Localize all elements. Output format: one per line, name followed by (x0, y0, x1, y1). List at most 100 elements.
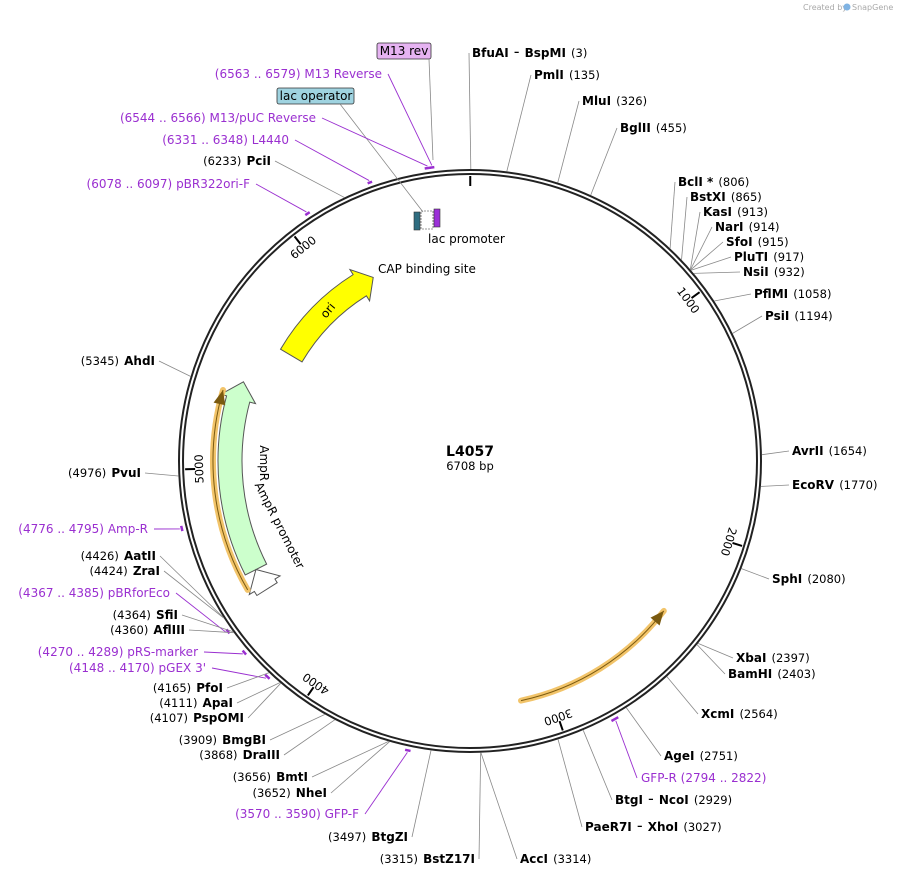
enzyme-label: PmlI (135) (534, 64, 600, 83)
orf-line (520, 610, 665, 702)
tick-mark (690, 291, 701, 299)
enzyme-leader (590, 127, 618, 196)
enzyme-name: BmtI (276, 770, 308, 784)
enzyme-position: (4424) (89, 564, 127, 578)
orf-arc (518, 607, 667, 704)
tick-mark (307, 686, 315, 696)
primer-mark (404, 748, 411, 753)
enzyme-name: PvuI (111, 466, 141, 480)
primer-label: (4148 .. 4170) pGEX 3' (69, 661, 206, 675)
enzyme-label: (4424) ZraI (89, 560, 160, 579)
tick-label: 3000 (542, 706, 574, 729)
enzyme-position: (806) (718, 175, 749, 189)
primer-leader (255, 183, 307, 213)
primer-label: (3570 .. 3590) GFP-F (235, 807, 359, 821)
enzyme-name: AvrII (792, 444, 824, 458)
enzyme-label: (4364) SfiI (113, 604, 178, 623)
enzyme-position: (2751) (700, 749, 738, 763)
primer-range: (4367 .. 4385) (18, 586, 104, 600)
enzyme-name: NsiI (743, 265, 769, 279)
enzyme-position: (914) (749, 220, 780, 234)
primer-range: (6563 .. 6579) (215, 67, 301, 81)
enzyme-leader (681, 196, 688, 260)
enzyme-label: PflMI (1058) (754, 283, 831, 302)
enzyme-name: EcoRV (792, 478, 835, 492)
enzyme-label: EcoRV (1770) (792, 474, 877, 493)
enzyme-name: BstXI (690, 190, 726, 204)
primer-name: M13 Reverse (304, 67, 382, 81)
enzyme-position: (326) (616, 94, 647, 108)
restriction-sites: BfuAI - BspMI (3)PmlI (135)MluI (326)Bgl… (68, 42, 877, 866)
enzyme-position: (2397) (772, 651, 810, 665)
enzyme-label: AgeI (2751) (664, 745, 738, 764)
snapgene-logo-icon (843, 3, 851, 11)
enzyme-label: PluTI (917) (734, 246, 804, 265)
enzyme-name: SfoI (726, 235, 753, 249)
tick-label: 5000 (192, 454, 207, 484)
lac-operator-label: lac operator (280, 89, 353, 103)
tick-mark (732, 541, 743, 547)
ampr-feature (217, 381, 268, 576)
backbone-outer (178, 169, 762, 753)
enzyme-position: (913) (737, 205, 768, 219)
enzyme-leader (158, 360, 191, 377)
lac-promoter-box (433, 208, 441, 228)
enzyme-position: (4111) (159, 696, 197, 710)
primer-name: GFP-R (641, 771, 677, 785)
primer-range: (4776 .. 4795) (18, 522, 104, 536)
primer-name: M13/pUC Reverse (210, 111, 317, 125)
enzyme-name: PspOMI (193, 711, 244, 725)
enzyme-leader (557, 739, 583, 828)
orf-line (212, 389, 249, 591)
enzyme-position: (3497) (328, 830, 366, 844)
orf-arcs (210, 386, 667, 704)
enzyme-position: (3) (571, 46, 587, 60)
primer-range: (3570 .. 3590) (235, 807, 321, 821)
enzyme-name: BtgZI (371, 830, 408, 844)
enzyme-label: (3497) BtgZI (328, 826, 408, 845)
enzyme-label: NsiI (932) (743, 261, 805, 280)
enzyme-name: ApaI (203, 696, 233, 710)
enzyme-leader (236, 682, 281, 704)
enzyme-leader (761, 450, 790, 456)
enzyme-position: (2080) (807, 572, 845, 586)
enzyme-label: (3652) NheI (252, 782, 327, 801)
primer-mark (424, 166, 431, 170)
enzyme-leader (311, 741, 389, 778)
primer-label: (4776 .. 4795) Amp-R (18, 522, 148, 536)
primer-label: (6331 .. 6348) L4440 (162, 133, 289, 147)
primer-range: (2794 .. 2822) (681, 771, 767, 785)
credit-text: Created by (803, 3, 847, 12)
enzyme-position: (4107) (150, 711, 188, 725)
enzyme-leader (247, 683, 281, 719)
enzyme-label: PaeR7I - XhoI (3027) (585, 816, 722, 835)
enzyme-name: SfiI (156, 608, 178, 622)
primer-leader (203, 651, 243, 655)
primer-mark (304, 211, 311, 217)
enzyme-label: (3868) DraIII (199, 744, 280, 763)
m13-rev-box (376, 42, 432, 60)
enzyme-leader (283, 719, 336, 756)
enzyme-position: (1770) (839, 478, 877, 492)
enzyme-label: BglII (455) (620, 117, 687, 136)
enzyme-leader (696, 644, 726, 675)
primer-marks: M13 rev(6563 .. 6579) M13 Reverse(6544 .… (18, 42, 767, 821)
enzyme-leader (159, 555, 224, 619)
tick-mark (558, 720, 564, 731)
enzyme-leader (690, 226, 713, 270)
primer-label: (6563 .. 6579) M13 Reverse (215, 67, 382, 81)
primer-leader (615, 720, 638, 779)
enzyme-label: NarI (914) (715, 216, 780, 235)
primer-name: L4440 (252, 133, 289, 147)
enzyme-leader (411, 750, 432, 838)
enzyme-name: AccI (520, 852, 548, 866)
enzyme-position: (4360) (110, 623, 148, 637)
primer-range: (6331 .. 6348) (162, 133, 248, 147)
enzyme-position: (3652) (252, 786, 290, 800)
enzyme-name: NheI (296, 786, 327, 800)
primer-mark (367, 180, 373, 185)
plasmid-name: L4057 (446, 444, 494, 460)
enzyme-leader (741, 568, 770, 580)
primer-label: (4270 .. 4289) pRS-marker (38, 645, 198, 659)
